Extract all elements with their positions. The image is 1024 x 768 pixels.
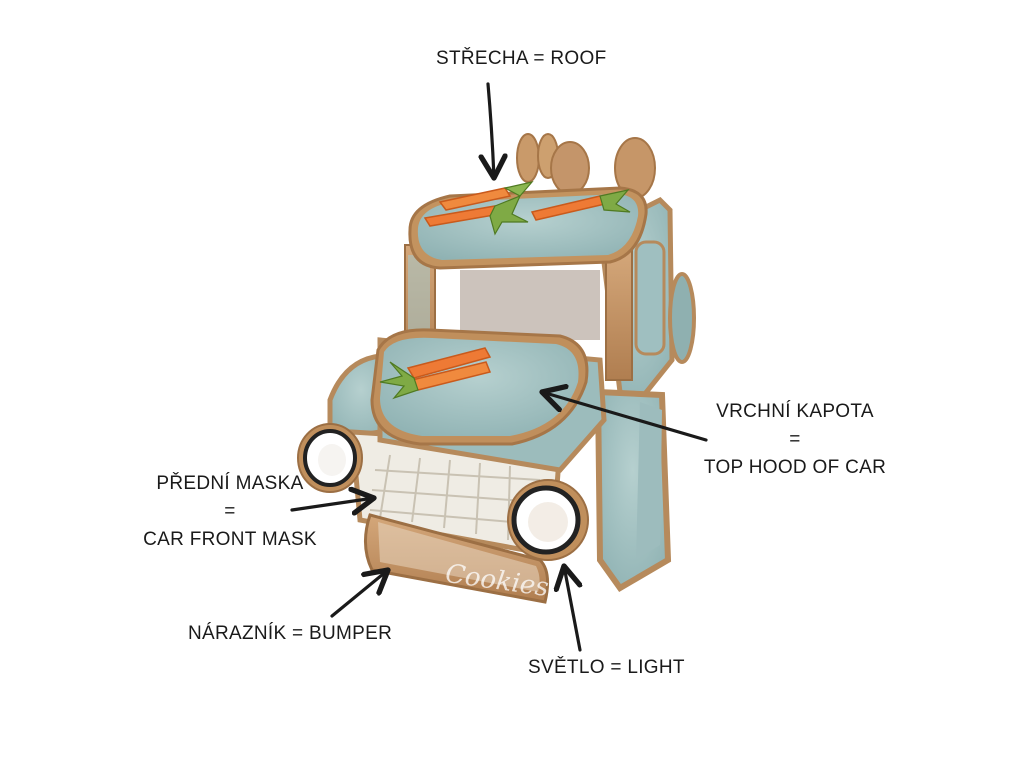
hood-carrots (379, 347, 492, 400)
arrow-light (564, 566, 580, 652)
label-top-hood: VRCHNÍ KAPOTA = TOP HOOD OF CAR (703, 401, 887, 478)
annotation-arrows (290, 82, 708, 652)
label-front-mask: PŘEDNÍ MASKA = CAR FRONT MASK (143, 473, 317, 550)
arrow-roof (488, 82, 494, 178)
label-roof: STŘECHA = ROOF (436, 48, 607, 69)
label-bumper: NÁRAZNÍK = BUMPER (188, 623, 393, 644)
roof-carrots (423, 181, 631, 236)
arrow-bumper (330, 570, 388, 618)
arrow-hood (542, 392, 708, 442)
right-light (507, 479, 589, 561)
label-light: SVĚTLO = LIGHT (528, 657, 685, 678)
arrow-front-mask (290, 498, 374, 510)
top-hood (370, 328, 589, 446)
left-light (297, 423, 363, 493)
roof (408, 181, 648, 270)
bunny-ears (516, 133, 656, 199)
bumper (364, 513, 550, 604)
